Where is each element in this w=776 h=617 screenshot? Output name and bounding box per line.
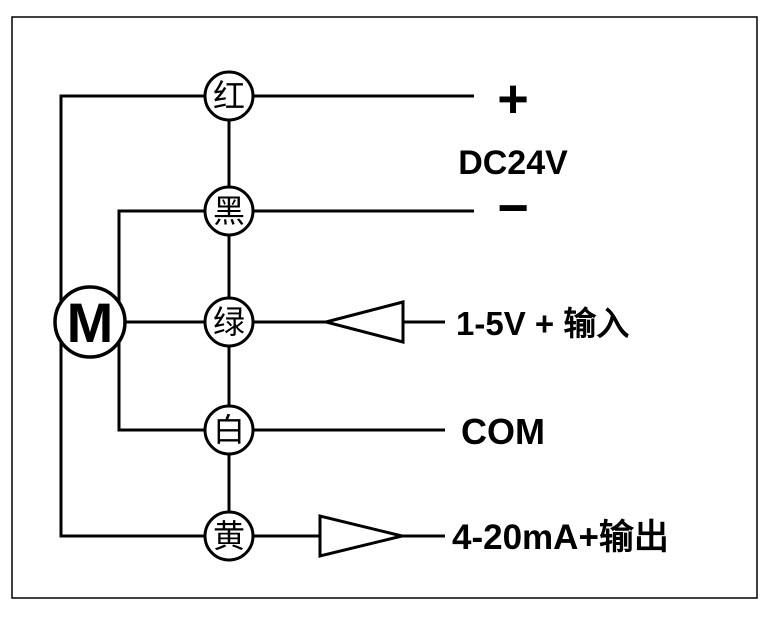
node-green bbox=[203, 296, 255, 348]
node-green-label: 绿 bbox=[213, 303, 245, 341]
power-minus-label: − bbox=[497, 178, 529, 238]
power-voltage-label: DC24V bbox=[458, 144, 568, 182]
output-arrow-icon bbox=[318, 514, 403, 558]
input-terminal-label: 1-5V + 输入 bbox=[456, 305, 629, 342]
node-yellow bbox=[203, 510, 255, 562]
node-black-label: 黑 bbox=[213, 192, 245, 230]
node-red-label: 红 bbox=[213, 77, 245, 115]
node-white bbox=[203, 404, 255, 456]
diagram-frame bbox=[11, 16, 758, 599]
output-terminal-label: 4-20mA+输出 bbox=[452, 518, 669, 557]
com-terminal-label: COM bbox=[461, 411, 545, 452]
node-black bbox=[203, 185, 255, 237]
power-plus-label: + bbox=[497, 69, 529, 129]
node-red bbox=[203, 70, 255, 122]
motor-symbol bbox=[53, 285, 127, 359]
input-arrow-icon bbox=[320, 300, 405, 344]
motor-label: M bbox=[67, 291, 114, 354]
node-white-label: 白 bbox=[213, 411, 245, 449]
node-yellow-label: 黄 bbox=[213, 517, 245, 555]
